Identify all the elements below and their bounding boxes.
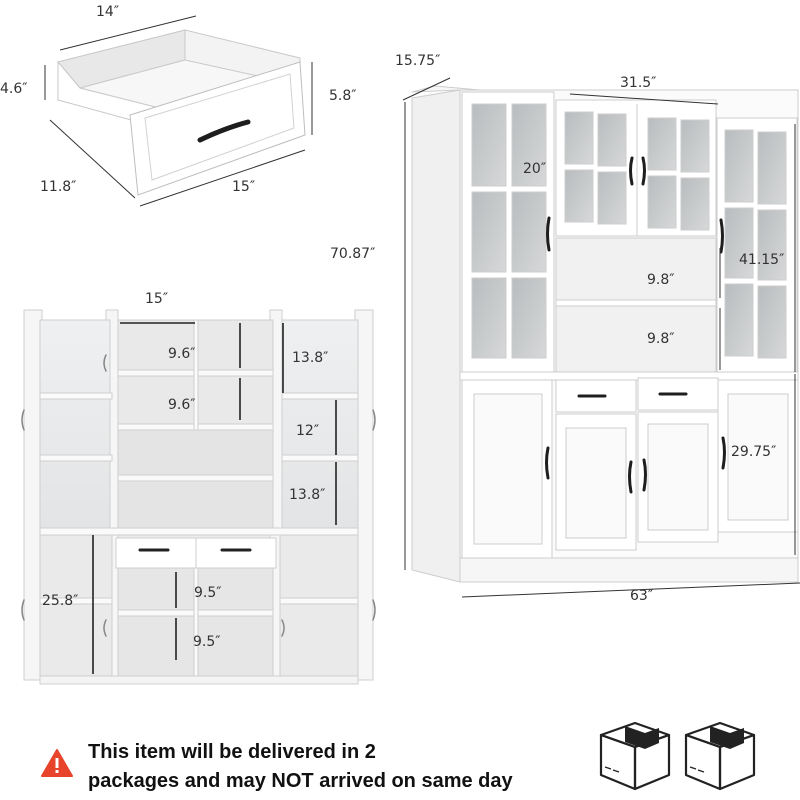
drawer-outer-height-label: 5.8″ [329,88,357,104]
interior-side-upper-label: 13.8″ [292,350,329,366]
cabinet-illustration [411,85,799,583]
drawer-inner-height-label: 4.6″ [0,81,28,97]
interior-shelf-b-label: 9.6″ [168,397,196,413]
interior-side-lower-label: 13.8″ [289,487,326,503]
interior-lower-shelf-a-label: 9.5″ [194,585,222,601]
cabinet-total-height-label: 70.87″ [330,246,376,262]
cabinet-depth-label: 15.75″ [395,53,441,69]
cabinet-dimension-lines [402,77,800,598]
interior-dimension-lines [92,322,337,674]
interior-lower-shelf-b-label: 9.5″ [193,634,221,650]
warning-triangle-icon [41,749,73,777]
cabinet-upper-height-label: 41.15″ [739,252,785,268]
cabinet-upper-middle-width-label: 31.5″ [620,75,657,91]
cabinet-open-shelf-2-label: 9.8″ [647,331,675,347]
cabinet-open-shelf-1-label: 9.8″ [647,272,675,288]
interior-cabinet-illustration [23,309,374,685]
drawer-width-label: 14″ [96,4,120,20]
package-box-icon [599,721,671,791]
notice-line-1: This item will be delivered in 2 [88,741,376,763]
interior-middle-open-label: 12″ [296,423,320,439]
cabinet-upper-door-height-label: 20″ [523,161,547,177]
notice-line-2: packages and may NOT arrived on same day [88,770,513,792]
drawer-front-width-label: 15″ [232,179,256,195]
interior-handles [21,354,376,637]
drawer-dimension-lines [44,15,313,207]
drawer-illustration [57,29,306,196]
drawer-depth-label: 11.8″ [40,179,77,195]
interior-shelf-a-label: 9.6″ [168,346,196,362]
interior-lower-side-label: 25.8″ [42,593,79,609]
cabinet-handles [545,156,726,494]
interior-section-width-label: 15″ [145,291,169,307]
cabinet-total-width-label: 63″ [630,588,654,604]
cabinet-lower-height-label: 29.75″ [731,444,777,460]
package-box-icon [684,721,756,791]
